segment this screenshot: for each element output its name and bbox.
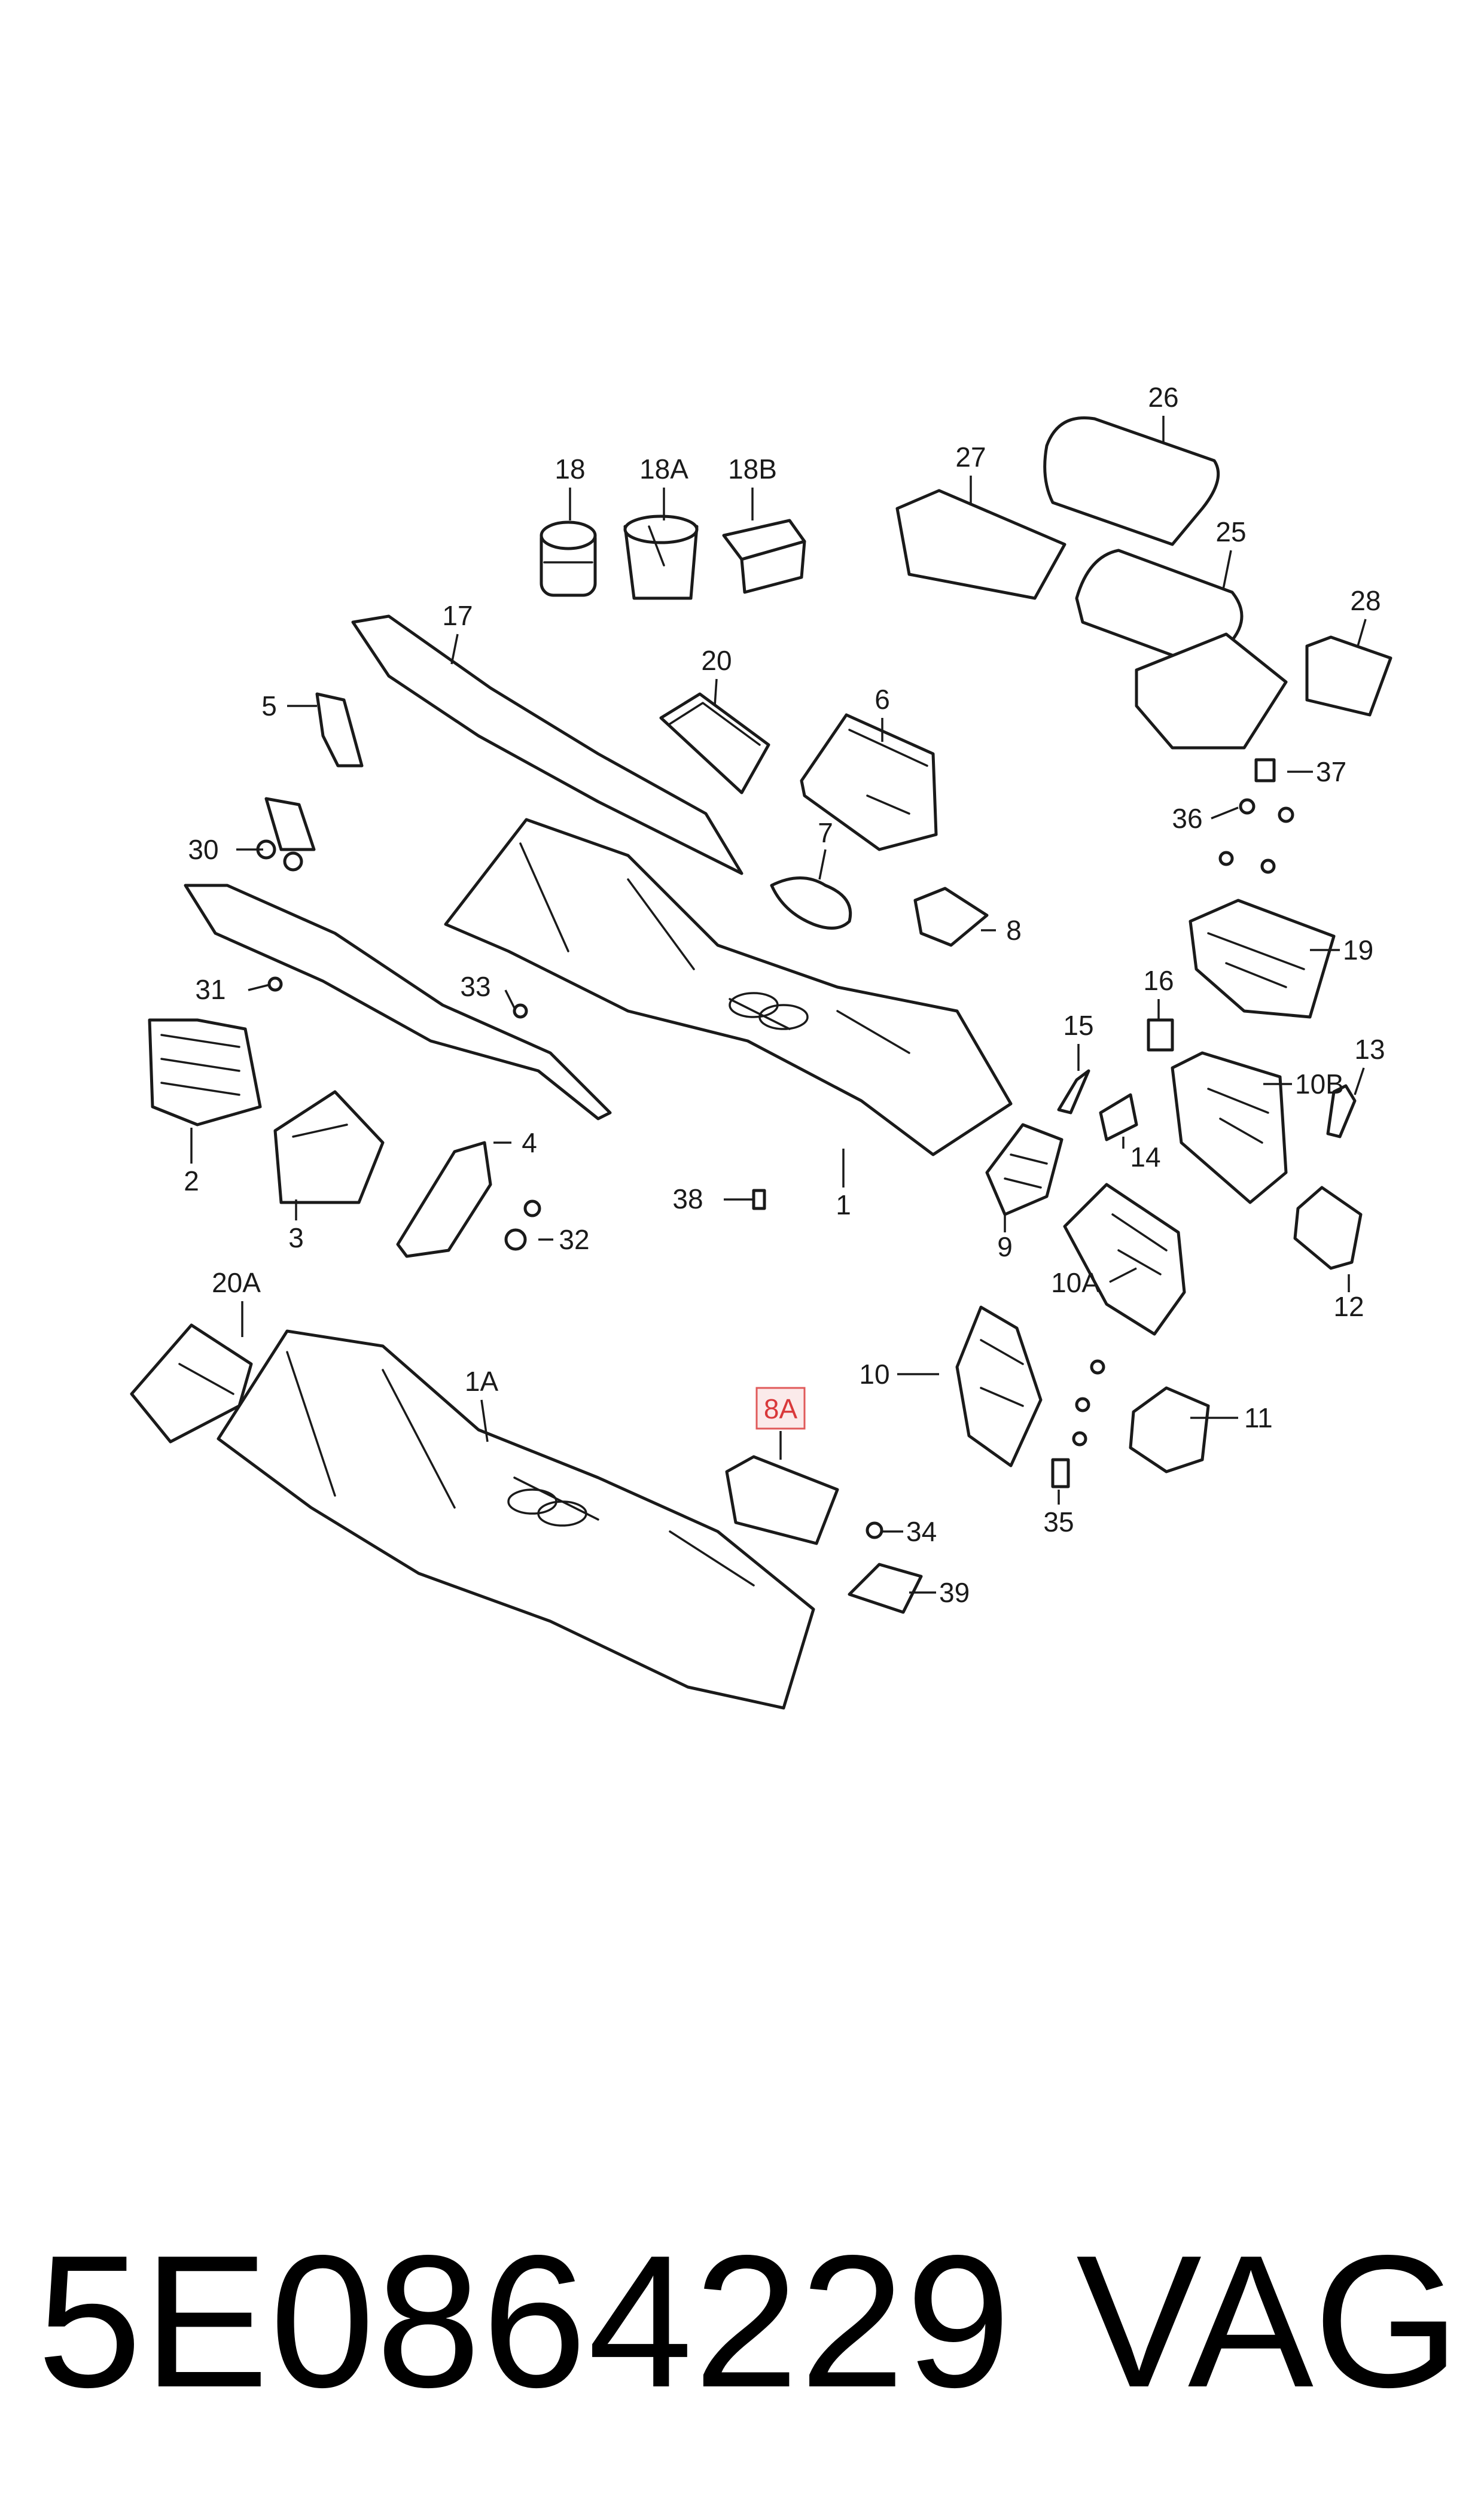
part-9-switch-panel (985, 1123, 1064, 1216)
part-26-armrest-lid (1043, 416, 1220, 546)
callout-18A: 18A (639, 453, 688, 485)
part-28-cover (1305, 635, 1392, 717)
callout-18: 18 (554, 453, 585, 485)
part-11-socket (1129, 1386, 1210, 1473)
callout-33: 33 (460, 971, 490, 1002)
callout-20A: 20A (212, 1267, 261, 1298)
callout-37: 37 (1316, 756, 1346, 787)
part-15-bracket (1057, 1069, 1090, 1115)
part-32-nut (504, 1228, 527, 1251)
part-8A-mat (725, 1455, 839, 1545)
part-31-screw (248, 976, 283, 992)
part-16-clip (1147, 1018, 1174, 1052)
part-18A-cup-insert (623, 514, 699, 600)
callout-11: 11 (1244, 1402, 1273, 1433)
callout-20: 20 (701, 645, 732, 676)
callout-5: 5 (261, 690, 277, 721)
callout-6: 6 (874, 684, 890, 715)
part-2-vent (148, 1018, 262, 1126)
callout-28: 28 (1350, 585, 1381, 616)
part-35-screws (1051, 1359, 1105, 1488)
callout-34: 34 (906, 1516, 937, 1547)
callout-27: 27 (955, 442, 986, 473)
callout-16: 16 (1143, 965, 1174, 996)
callout-2: 2 (184, 1165, 199, 1196)
part-34-screw (866, 1521, 883, 1539)
callout-8A-box (755, 1387, 806, 1430)
part-20-tray (659, 692, 770, 794)
part-5-bracket (315, 692, 364, 768)
exploded-parts-diagram: 18 18A 18B 26 27 25 28 37 36 19 16 15 14… (130, 382, 1392, 1710)
callout-10B: 10B (1295, 1068, 1344, 1100)
part-8-mat (913, 887, 989, 947)
part-25-armrest (1075, 549, 1288, 750)
callout-3: 3 (288, 1222, 304, 1253)
callout-7: 7 (818, 817, 833, 848)
callout-10: 10 (859, 1359, 889, 1390)
callout-8: 8 (1006, 915, 1022, 946)
callout-4: 4 (522, 1127, 537, 1158)
part-19-frame (1189, 899, 1336, 1019)
part-36-screws (1218, 798, 1294, 874)
part-17-side-trim (351, 614, 743, 875)
callout-26: 26 (1148, 382, 1178, 413)
callout-30: 30 (188, 834, 218, 865)
part-18B-insert (722, 519, 806, 594)
part-30-clip (256, 797, 316, 872)
part-number: 5E0864229 (37, 2216, 1012, 2426)
callout-labels: 18 18A 18B 26 27 25 28 37 36 19 16 15 14… (184, 382, 1385, 1608)
callout-25: 25 (1215, 516, 1246, 547)
part-12-panel (1293, 1186, 1363, 1270)
part-32-nut-upper (523, 1199, 541, 1217)
brand-label: VAG (1076, 2216, 1460, 2426)
part-33-screw (513, 1003, 528, 1019)
part-10B-trim (1171, 1051, 1288, 1204)
callout-19: 19 (1343, 934, 1373, 966)
callout-32: 32 (559, 1224, 589, 1255)
callout-1: 1 (836, 1189, 851, 1220)
part-37-clip (1254, 758, 1276, 783)
callout-35: 35 (1043, 1506, 1074, 1537)
callout-13: 13 (1354, 1034, 1385, 1065)
part-3-trim (273, 1090, 385, 1204)
part-27-armrest-base (895, 489, 1066, 600)
callout-36: 36 (1172, 803, 1202, 834)
callout-38: 38 (672, 1183, 703, 1214)
callout-8A-highlight[interactable]: 8A (755, 1387, 806, 1430)
callout-39: 39 (939, 1577, 970, 1608)
callout-14: 14 (1130, 1141, 1160, 1173)
part-10-trim (955, 1305, 1043, 1467)
callout-9: 9 (997, 1231, 1013, 1262)
callout-12: 12 (1333, 1291, 1364, 1322)
callout-15: 15 (1063, 1010, 1093, 1041)
callout-18B: 18B (728, 453, 777, 485)
part-38-screw (724, 1189, 766, 1210)
callout-31: 31 (195, 974, 226, 1005)
callout-8A: 8A (764, 1393, 798, 1424)
part-1-center-console (444, 818, 1013, 1156)
leader-lines (190, 416, 1367, 1594)
part-1A-center-console (217, 1329, 815, 1710)
callout-10A: 10A (1051, 1267, 1100, 1298)
callout-17: 17 (442, 600, 473, 631)
part-20A-tray (130, 1323, 253, 1444)
part-7-cup-mat (770, 876, 852, 930)
part-14-switch (1099, 1093, 1138, 1141)
footer: 5E0864229 VAG (0, 2213, 1484, 2429)
part-39-plate (848, 1563, 923, 1614)
part-13-strip (1326, 1084, 1357, 1138)
part-4-bracket (396, 1141, 492, 1258)
callout-1A: 1A (465, 1366, 499, 1397)
part-6-shift-trim (800, 713, 938, 851)
part-left-trim (184, 884, 612, 1121)
part-10A-trim (1063, 1183, 1186, 1336)
part-18-cup-insert (540, 520, 597, 597)
